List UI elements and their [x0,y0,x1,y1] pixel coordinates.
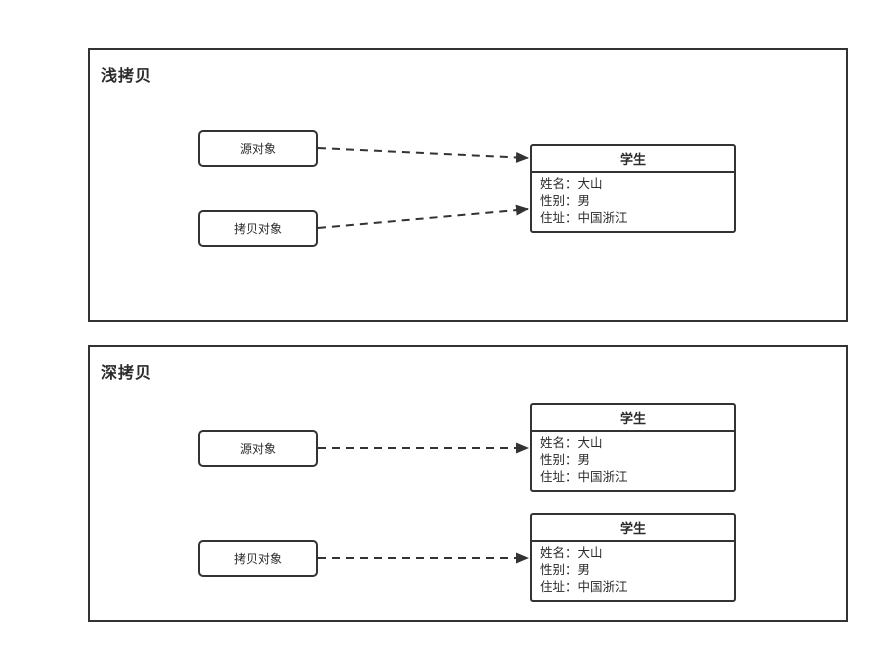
student-field-address: 住址：中国浙江 [540,580,628,594]
copy-object-box: 拷贝对象 [198,210,318,247]
panel-title-deep-copy: 深拷贝 [101,365,153,382]
student-field-name: 姓名：大山 [540,436,603,450]
source-object-label: 源对象 [239,142,276,156]
student-field-gender: 性别：男 [540,453,591,467]
copy-object-label: 拷贝对象 [233,222,282,236]
arrow-copy-to-student [317,204,529,229]
shallow-copy-panel: 浅拷贝 源对象 拷贝对象 学生 姓名：大山 性别：男 住址：中国浙江 [88,48,848,322]
student-object-box-copy: 学生 姓名：大山 性别：男 住址：中国浙江 [530,513,736,602]
student-field-gender: 性别：男 [540,194,591,208]
student-box-fields: 姓名：大山 性别：男 住址：中国浙江 [532,542,734,600]
student-field-address: 住址：中国浙江 [540,211,628,225]
deep-copy-panel: 深拷贝 源对象 拷贝对象 学生 姓名：大山 性别：男 住址：中国浙江 学生 姓名… [88,345,848,622]
student-box-fields: 姓名：大山 性别：男 住址：中国浙江 [532,173,734,231]
student-object-box-source: 学生 姓名：大山 性别：男 住址：中国浙江 [530,403,736,492]
student-box-title: 学生 [532,515,734,542]
arrow-source-to-student [317,147,529,163]
student-box-title: 学生 [532,146,734,173]
source-object-label: 源对象 [239,442,276,456]
source-object-box: 源对象 [198,430,318,467]
copy-object-label: 拷贝对象 [233,552,282,566]
student-field-gender: 性别：男 [540,563,591,577]
student-field-name: 姓名：大山 [540,546,603,560]
panel-title-shallow-copy: 浅拷贝 [101,68,153,85]
copy-object-box: 拷贝对象 [198,540,318,577]
source-object-box: 源对象 [198,130,318,167]
student-box-title: 学生 [532,405,734,432]
student-box-fields: 姓名：大山 性别：男 住址：中国浙江 [532,432,734,490]
student-field-name: 姓名：大山 [540,177,603,191]
student-object-box: 学生 姓名：大山 性别：男 住址：中国浙江 [530,144,736,233]
student-field-address: 住址：中国浙江 [540,470,628,484]
